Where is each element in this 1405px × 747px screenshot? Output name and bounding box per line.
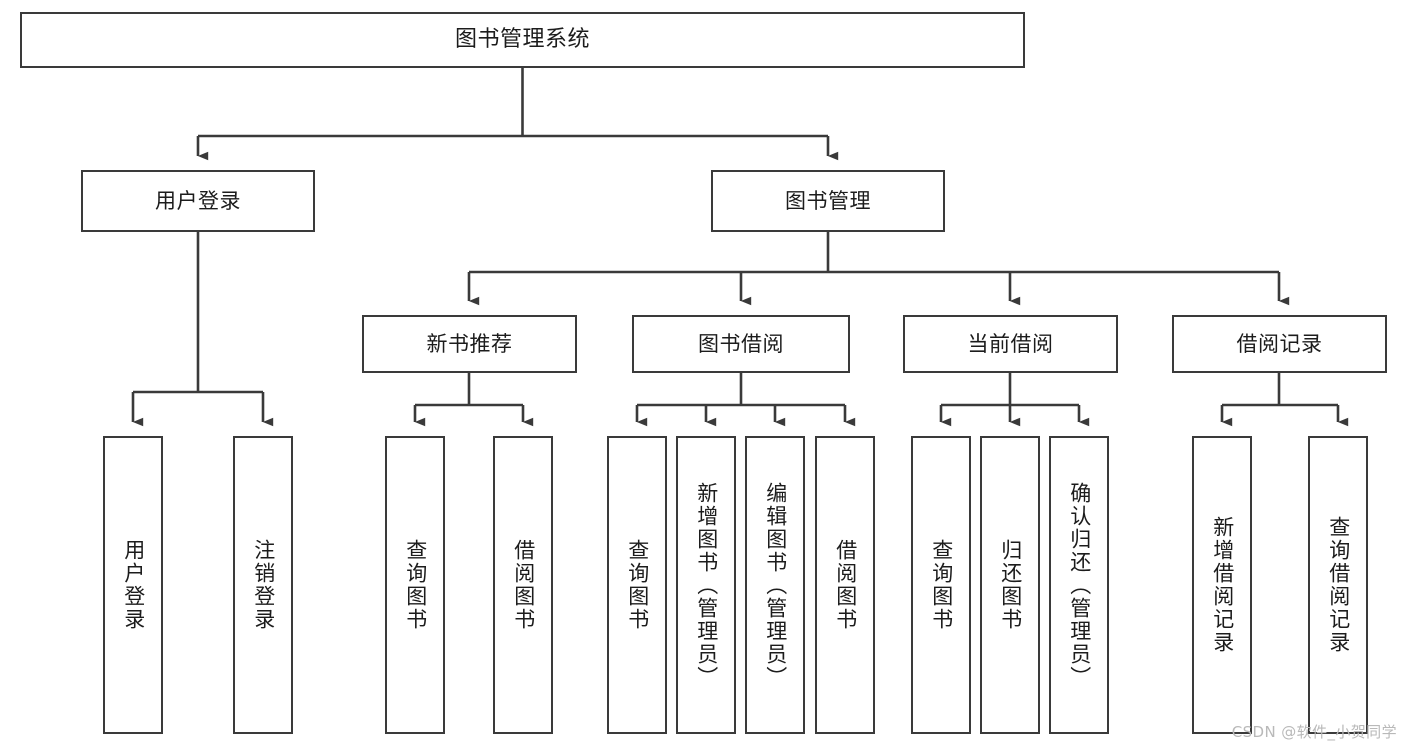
node-label: 图书管理 [785,188,871,213]
node-book-management[interactable]: 图书管理 [711,170,945,232]
leaf-user-login[interactable]: 用户登录 [103,436,163,734]
node-label: 用户登录 [155,188,241,213]
node-label: 新增借阅记录 [1210,516,1235,654]
leaf-return-book[interactable]: 归还图书 [980,436,1040,734]
leaf-query-borrow-record[interactable]: 查询借阅记录 [1308,436,1368,734]
node-current-borrow[interactable]: 当前借阅 [903,315,1118,373]
leaf-add-borrow-record[interactable]: 新增借阅记录 [1192,436,1252,734]
node-label: 用户登录 [121,539,146,631]
node-label: 确认归还（管理员） [1067,481,1092,689]
leaf-query-book-borrow[interactable]: 查询图书 [607,436,667,734]
node-user-login[interactable]: 用户登录 [81,170,315,232]
node-label: 查询图书 [929,539,954,631]
node-root-book-management-system[interactable]: 图书管理系统 [20,12,1025,68]
node-label: 借阅图书 [511,539,536,631]
node-label: 注销登录 [251,539,276,631]
leaf-logout-login[interactable]: 注销登录 [233,436,293,734]
node-label: 借阅图书 [833,539,858,631]
watermark: CSDN @软件_小贺同学 [1231,723,1397,741]
node-label: 图书借阅 [698,331,784,356]
leaf-confirm-return-admin[interactable]: 确认归还（管理员） [1049,436,1109,734]
node-new-book-recommend[interactable]: 新书推荐 [362,315,577,373]
leaf-query-book-recommend[interactable]: 查询图书 [385,436,445,734]
node-book-borrow[interactable]: 图书借阅 [632,315,850,373]
node-label: 查询图书 [625,539,650,631]
node-label: 借阅记录 [1236,331,1323,356]
leaf-borrow-book-recommend[interactable]: 借阅图书 [493,436,553,734]
node-label: 归还图书 [998,539,1023,631]
leaf-add-book-admin[interactable]: 新增图书（管理员） [676,436,736,734]
node-label: 查询图书 [403,539,428,631]
node-label: 新增图书（管理员） [694,481,719,689]
node-borrow-record[interactable]: 借阅记录 [1172,315,1387,373]
leaf-query-book-current[interactable]: 查询图书 [911,436,971,734]
node-label: 新书推荐 [426,331,513,356]
leaf-edit-book-admin[interactable]: 编辑图书（管理员） [745,436,805,734]
node-label: 查询借阅记录 [1326,516,1351,654]
node-label: 当前借阅 [967,331,1054,356]
node-label: 图书管理系统 [454,27,590,53]
node-label: 编辑图书（管理员） [763,481,788,689]
leaf-borrow-book[interactable]: 借阅图书 [815,436,875,734]
